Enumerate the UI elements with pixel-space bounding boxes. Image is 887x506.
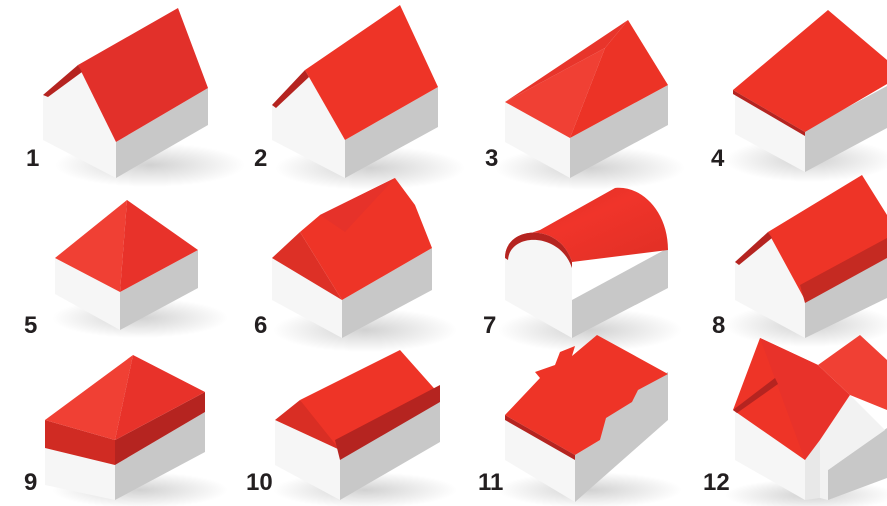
house-9-roof-lower-side bbox=[115, 392, 205, 465]
house-8-number: 8 bbox=[712, 312, 725, 339]
house-10-roof-step bbox=[335, 385, 440, 460]
house-10: 10 bbox=[246, 350, 457, 506]
house-9-wall-front bbox=[45, 448, 115, 500]
house-7-roof-edge bbox=[505, 232, 572, 268]
house-6: 6 bbox=[254, 178, 457, 352]
house-12-roof-center bbox=[760, 338, 850, 460]
house-9: 9 bbox=[24, 355, 228, 506]
house-12-roof-right bbox=[818, 335, 887, 410]
house-3: 3 bbox=[485, 20, 685, 190]
house-5-wall-front bbox=[55, 258, 120, 330]
house-10-wall-side bbox=[340, 398, 440, 500]
house-2-wall-side bbox=[345, 87, 438, 178]
house-4-number: 4 bbox=[711, 145, 725, 172]
house-10-wall-front bbox=[275, 420, 340, 500]
house-6-roof-upper bbox=[320, 178, 395, 232]
house-8-roof-step bbox=[800, 238, 887, 303]
house-7: 7 bbox=[483, 187, 682, 352]
house-2-wall-front bbox=[272, 70, 345, 178]
house-9-wall-side bbox=[115, 412, 205, 500]
house-11-number: 11 bbox=[478, 469, 503, 496]
house-9-roof-top-front bbox=[45, 355, 133, 440]
house-7-number: 7 bbox=[483, 312, 496, 339]
house-3-roof-back bbox=[505, 20, 628, 102]
house-8-roof bbox=[768, 175, 887, 300]
house-12-wall-front2 bbox=[820, 395, 885, 500]
house-9-roof-lower-front bbox=[45, 420, 115, 465]
house-5: 5 bbox=[24, 200, 228, 339]
house-12-roof-edge bbox=[733, 378, 778, 413]
house-7-wall-front bbox=[505, 232, 572, 338]
house-5-wall-side bbox=[120, 250, 198, 330]
house-4-wall-side bbox=[805, 86, 887, 172]
house-5-roof-left bbox=[55, 200, 127, 292]
house-6-roof-lower bbox=[272, 232, 342, 300]
house-8-wall-side bbox=[805, 258, 887, 338]
house-11-roof bbox=[505, 335, 668, 455]
house-4: 4 bbox=[711, 10, 887, 182]
house-8: 8 bbox=[712, 175, 887, 347]
house-6-roof-main bbox=[300, 178, 432, 300]
house-1-number: 1 bbox=[26, 145, 39, 172]
house-6-number: 6 bbox=[254, 312, 267, 339]
house-10-roof-front bbox=[275, 400, 340, 450]
house-9-roof-top-side bbox=[115, 355, 205, 440]
house-3-roof-main bbox=[570, 20, 668, 138]
house-9-number: 9 bbox=[24, 469, 37, 496]
house-7-roof bbox=[505, 187, 668, 262]
house-5-number: 5 bbox=[24, 312, 37, 339]
house-10-number: 10 bbox=[246, 469, 273, 496]
house-8-wall-front bbox=[735, 232, 805, 338]
house-12-number: 12 bbox=[703, 469, 730, 496]
house-11: 11 bbox=[478, 335, 682, 506]
house-2: 2 bbox=[254, 5, 465, 190]
house-1-roof bbox=[78, 8, 208, 142]
house-2-number: 2 bbox=[254, 145, 267, 172]
house-11-wall-side bbox=[575, 372, 668, 502]
house-2-roof bbox=[305, 5, 438, 140]
house-3-wall-side bbox=[570, 85, 668, 178]
house-7-wall-side bbox=[572, 248, 668, 338]
house-3-wall-front bbox=[505, 102, 570, 178]
house-3-number: 3 bbox=[485, 145, 498, 172]
house-8-roof-edge bbox=[735, 232, 772, 265]
house-1-wall-side bbox=[116, 88, 208, 178]
house-4-roof-edge bbox=[733, 90, 805, 136]
house-10-roof-main bbox=[300, 350, 440, 450]
house-1-wall-front bbox=[43, 65, 116, 178]
house-5-roof-right bbox=[120, 200, 198, 292]
house-4-wall-front bbox=[735, 92, 805, 172]
house-12: 12 bbox=[703, 335, 887, 506]
house-2-roof-edge bbox=[272, 70, 309, 108]
house-4-roof bbox=[733, 10, 887, 132]
house-3-roof-front bbox=[505, 48, 605, 138]
house-1-roof-edge bbox=[43, 65, 82, 97]
house-11-wall-front bbox=[505, 415, 575, 502]
house-11-roof-edge bbox=[505, 415, 575, 460]
house-1: 1 bbox=[26, 8, 245, 187]
house-12-wall-side bbox=[828, 428, 887, 500]
house-6-wall-side bbox=[342, 248, 432, 338]
